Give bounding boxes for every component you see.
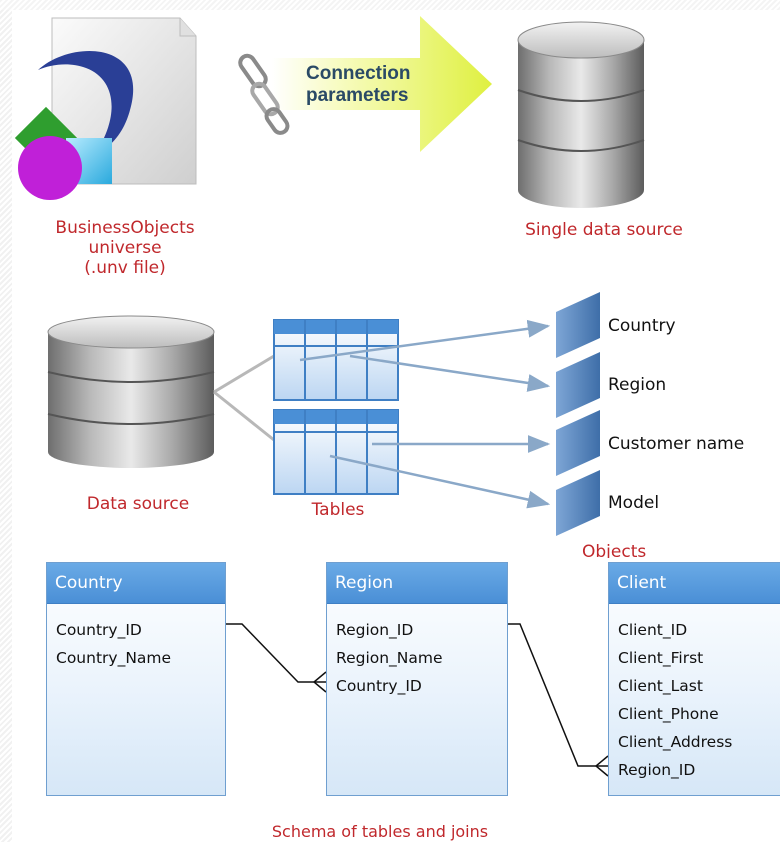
single-data-source-label: Single data source — [525, 220, 683, 240]
table-to-object-arrows — [299, 319, 551, 509]
object-label-customer-name: Customer name — [608, 434, 745, 454]
page-top-texture — [0, 0, 780, 10]
schema-field: Client_First — [618, 649, 704, 667]
schema-field: Client_Phone — [618, 705, 719, 723]
tables-label: Tables — [311, 500, 365, 520]
object-label-country: Country — [608, 316, 676, 336]
universe-label-line-2: universe — [88, 238, 162, 258]
page-edge-texture — [0, 0, 12, 842]
schema-table-client: Client Client_ID Client_First Client_Las… — [608, 562, 780, 796]
schema-table-client-title: Client — [609, 563, 780, 604]
schema-field: Region_Name — [336, 649, 443, 667]
objects-label-clip: Objects — [560, 542, 700, 558]
schema-field: Client_Address — [618, 733, 733, 751]
universe-label-line-1: BusinessObjects — [55, 218, 195, 238]
universe-file-icon — [14, 17, 197, 200]
objects-label: Objects — [582, 542, 647, 558]
source-to-tables-lines — [213, 354, 275, 442]
schema-table-region: Region Region_ID Region_Name Country_ID — [326, 562, 508, 796]
data-source-database-icon — [47, 315, 215, 468]
connection-label-line-2: parameters — [306, 85, 409, 106]
schema-field: Country_ID — [336, 677, 422, 695]
object-icon-country — [556, 292, 600, 358]
data-source-label: Data source — [86, 494, 190, 514]
table-icon-2 — [273, 409, 399, 495]
object-label-model: Model — [608, 493, 660, 513]
schema-caption: Schema of tables and joins — [271, 822, 489, 841]
universe-label: BusinessObjects universe (.unv file) — [20, 218, 230, 278]
connection-arrow — [272, 16, 492, 152]
schema-field: Country_ID — [56, 621, 142, 639]
join-region-client — [508, 623, 609, 777]
connection-label-line-1: Connection — [306, 63, 411, 84]
schema-table-country-title: Country — [47, 563, 225, 604]
join-country-region — [226, 623, 327, 693]
single-data-source-database-icon — [517, 21, 645, 208]
schema-field: Client_ID — [618, 621, 688, 639]
universe-label-line-3: (.unv file) — [84, 258, 166, 278]
schema-field: Region_ID — [618, 761, 696, 779]
schema-field: Client_Last — [618, 677, 703, 695]
schema-field: Country_Name — [56, 649, 172, 667]
connection-parameters-label: Connection parameters — [306, 63, 456, 107]
object-label-region: Region — [608, 375, 667, 395]
schema-table-country: Country Country_ID Country_Name — [46, 562, 226, 796]
schema-field: Region_ID — [336, 621, 414, 639]
chain-link-icon — [238, 53, 290, 135]
schema-table-region-title: Region — [327, 563, 507, 604]
object-icon-customer-name — [556, 410, 600, 476]
object-icon-model — [556, 470, 600, 536]
object-icon-region — [556, 352, 600, 418]
